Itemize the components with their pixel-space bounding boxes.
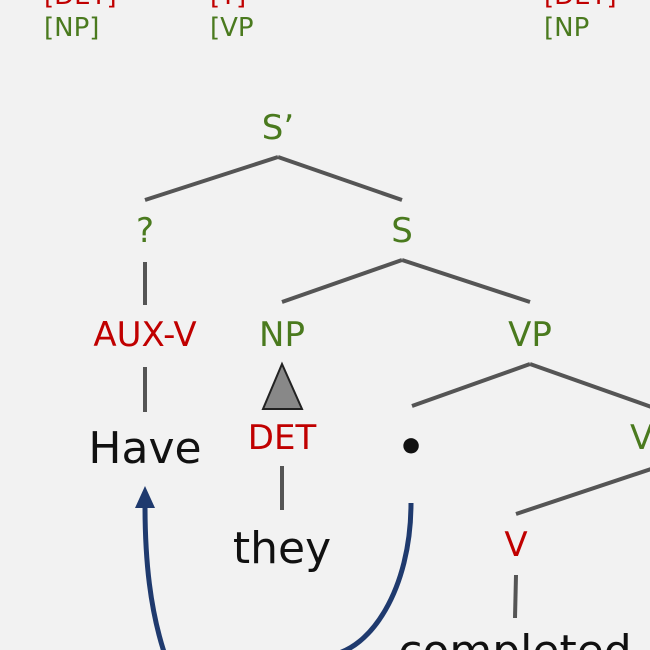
- tree-edges: [143, 155, 650, 619]
- node-aux-v: AUX-V: [93, 315, 196, 355]
- trace-dot: •: [397, 422, 425, 473]
- top-label-vp: [VP: [210, 13, 254, 43]
- node-v: V: [504, 525, 527, 565]
- top-partial-det-2: [DET]: [544, 0, 617, 11]
- edge-vbar-v: [515, 467, 650, 516]
- node-v-bar-partial: V: [630, 418, 650, 458]
- word-completed: completed: [398, 626, 631, 650]
- edge-s-vp: [401, 258, 531, 304]
- top-label-np-1: [NP]: [44, 13, 99, 43]
- top-label-np-2: [NP: [544, 13, 589, 43]
- movement-arrowhead: [135, 486, 155, 508]
- movement-arrow: [135, 486, 414, 650]
- node-unknown: ?: [136, 211, 154, 251]
- top-partial-det-1: [DET]: [44, 0, 117, 11]
- node-s: S: [391, 211, 413, 251]
- edge-vp-trace: [411, 362, 531, 408]
- top-partial-t: [T]: [210, 0, 246, 11]
- edge-vp-vbar: [529, 362, 650, 409]
- word-they: they: [233, 523, 331, 574]
- edge-s-np: [281, 258, 403, 304]
- np-triangle: [261, 361, 304, 410]
- edge-v-completed: [513, 574, 518, 619]
- node-vp: VP: [508, 315, 552, 355]
- top-row: [DET] [T] [DET] [NP] [VP [NP: [44, 0, 617, 43]
- node-np: NP: [259, 315, 305, 355]
- edge-sbar-unknown: [144, 155, 279, 202]
- word-have: Have: [88, 423, 201, 474]
- node-s-bar: S’: [262, 108, 294, 148]
- movement-arrow-path: [142, 502, 414, 650]
- node-det: DET: [248, 418, 317, 458]
- edge-sbar-s: [277, 155, 403, 202]
